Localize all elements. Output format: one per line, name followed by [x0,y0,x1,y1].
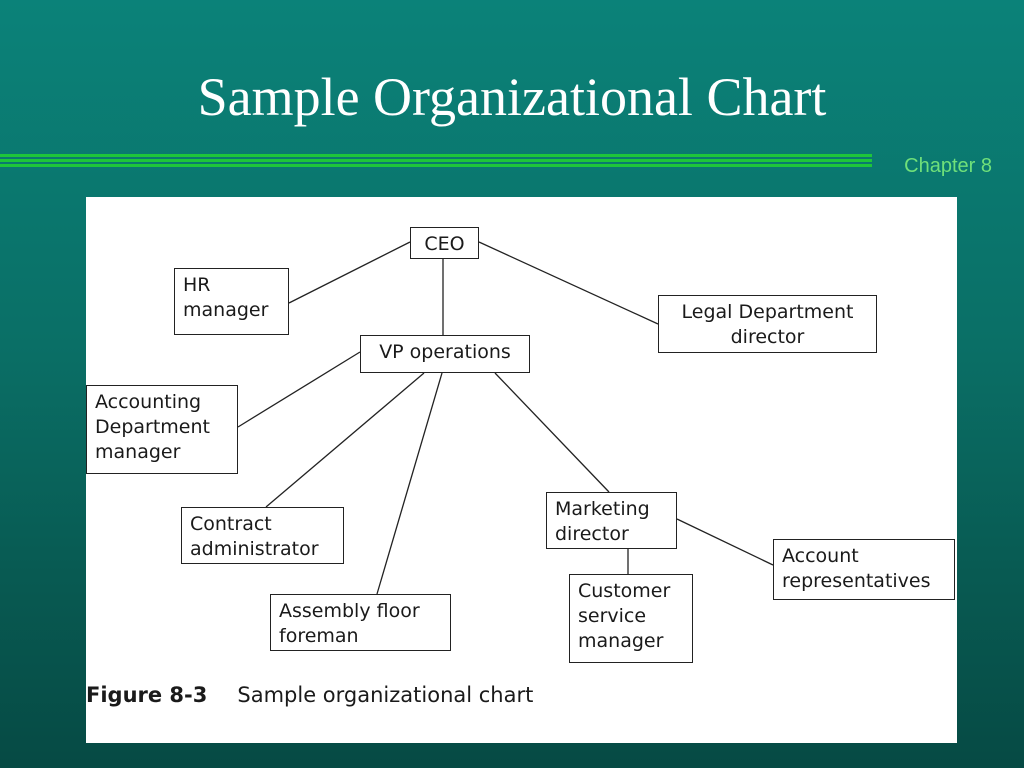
edge-vp-marketing [494,372,610,493]
title-divider [0,154,872,168]
node-account-representatives: Account representatives [773,539,955,600]
node-ceo: CEO [410,227,479,259]
edge-vp-contract [265,372,425,508]
node-marketing-director: Marketing director [546,492,677,549]
node-legal-director: Legal Department director [658,295,877,353]
node-assembly-foreman: Assembly floor foreman [270,594,451,651]
node-hr-manager: HR manager [174,268,289,335]
node-contract-administrator: Contract administrator [181,507,344,564]
figure-number: Figure 8-3 [86,683,208,707]
org-chart-figure: CEO HR manager Legal Department director… [86,197,957,743]
node-accounting-manager: Accounting Department manager [86,385,238,474]
node-vp-operations: VP operations [360,335,530,373]
figure-caption: Figure 8-3 Sample organizational chart [86,681,533,709]
edge-vp-accounting [237,351,361,428]
figure-caption-text: Sample organizational chart [237,683,534,707]
slide-title: Sample Organizational Chart [197,67,827,127]
edge-ceo-hr [288,241,411,304]
edge-vp-assembly [376,372,443,595]
node-customer-service-manager: Customer service manager [569,574,693,663]
chapter-label: Chapter 8 [904,155,992,177]
edge-ceo-legal [478,241,659,325]
org-chart-connectors [237,241,774,595]
edge-marketing-account-reps [676,518,774,566]
